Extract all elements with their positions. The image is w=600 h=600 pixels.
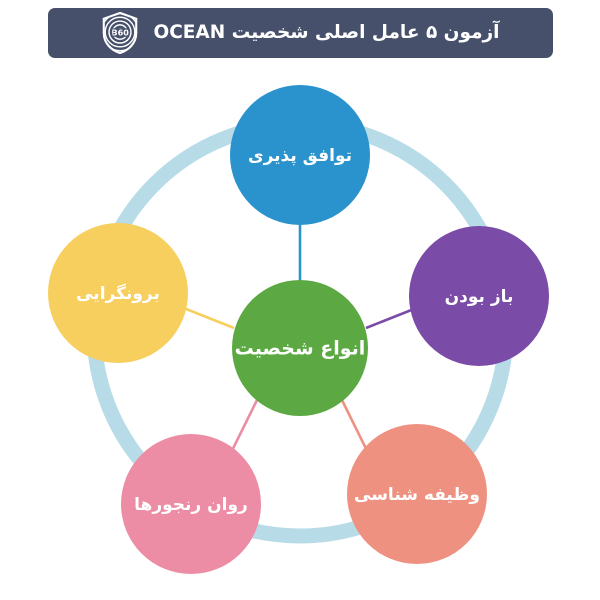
node-circle-center[interactable] [232, 280, 368, 416]
node-agreeableness[interactable]: توافق پذیری [230, 85, 370, 225]
node-extraversion[interactable]: برونگرایی [48, 223, 188, 363]
node-neuroticism[interactable]: روان رنجورها [121, 434, 261, 574]
header-bar: آزمون ۵ عامل اصلی شخصیت OCEAN 360 [48, 8, 553, 58]
diagram-canvas: توافق پذیری باز بودن وظیفه شناسی روان رن… [48, 85, 549, 574]
node-circle-openness[interactable] [409, 226, 549, 366]
header-title: آزمون ۵ عامل اصلی شخصیت OCEAN [153, 21, 500, 43]
node-conscientiousness[interactable]: وظیفه شناسی [347, 424, 487, 564]
personality-diagram: توافق پذیری باز بودن وظیفه شناسی روان رن… [0, 58, 600, 600]
node-circle-extraversion[interactable] [48, 223, 188, 363]
node-circle-agreeableness[interactable] [230, 85, 370, 225]
node-openness[interactable]: باز بودن [409, 226, 549, 366]
svg-text:360: 360 [112, 27, 129, 37]
node-center-personality-types[interactable]: انواع شخصیت [232, 280, 368, 416]
node-circle-conscientiousness[interactable] [347, 424, 487, 564]
shield-fingerprint-360-logo-icon: 360 [103, 12, 138, 54]
node-circle-neuroticism[interactable] [121, 434, 261, 574]
